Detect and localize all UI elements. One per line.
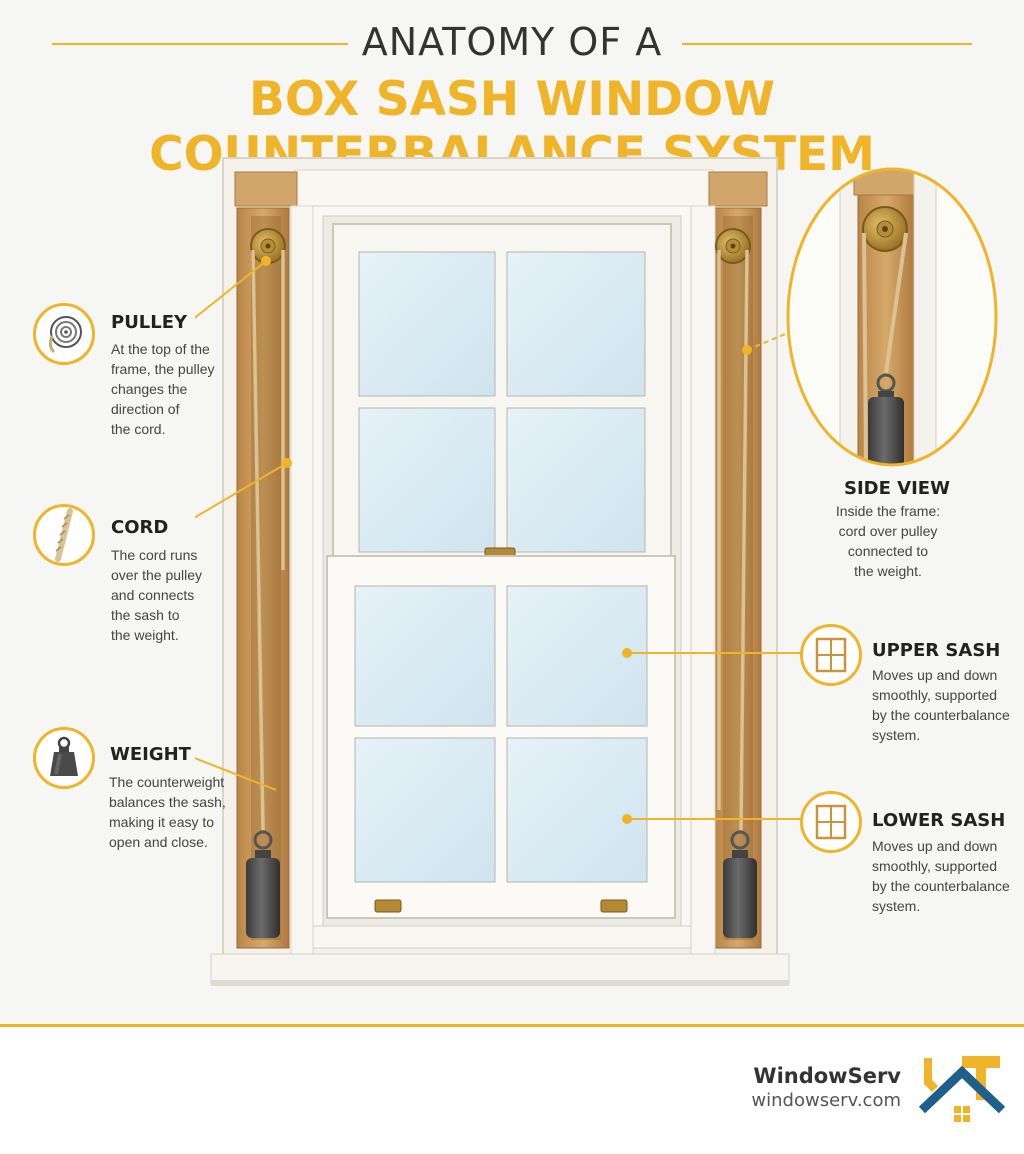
window-sill <box>210 925 790 986</box>
pulley-icon <box>33 303 95 365</box>
side-view-description: Inside the frame: cord over pulley conne… <box>835 503 941 579</box>
window-diagram <box>195 157 801 986</box>
left-pulley <box>250 228 286 264</box>
weight-description: The counterweight balances the sash, mak… <box>109 774 226 850</box>
title-top: ANATOMY OF A <box>361 20 663 64</box>
pulley-label: PULLEY <box>111 312 188 333</box>
lower-sash-window-icon <box>800 791 862 853</box>
brand-url[interactable]: windowserv.com <box>751 1090 901 1111</box>
upper-sash <box>332 223 672 563</box>
lower-sash <box>326 555 676 919</box>
footer-rule <box>0 1024 1024 1027</box>
lower-sash-label: LOWER SASH <box>872 810 1006 831</box>
left-cord <box>251 249 285 831</box>
left-weight <box>246 830 280 938</box>
side-view-detail <box>786 167 998 467</box>
title-rule-left <box>52 43 348 45</box>
brand-name: WindowServ <box>753 1064 901 1088</box>
cord-icon <box>33 504 95 566</box>
side-view-label: SIDE VIEW <box>844 478 950 499</box>
right-weight <box>723 830 757 938</box>
pulley-description: At the top of the frame, the pulley chan… <box>111 341 215 437</box>
right-pulley <box>715 228 751 264</box>
lower-sash-description: Moves up and down smoothly, supported by… <box>872 838 1010 914</box>
title-rule-right <box>682 43 972 45</box>
upper-sash-description: Moves up and down smoothly, supported by… <box>872 667 1010 743</box>
left-leader-lines <box>195 256 292 791</box>
cord-label: CORD <box>111 517 169 538</box>
house-tools-logo-icon <box>918 1056 1006 1122</box>
upper-sash-label: UPPER SASH <box>872 640 1001 661</box>
weight-icon <box>33 727 95 789</box>
upper-sash-window-icon <box>800 624 862 686</box>
weight-label: WEIGHT <box>110 744 191 765</box>
sash-lock <box>484 547 516 557</box>
right-leader-lines <box>622 329 801 824</box>
footer <box>0 1027 1024 1154</box>
cord-description: The cord runs over the pulley and connec… <box>111 547 203 643</box>
